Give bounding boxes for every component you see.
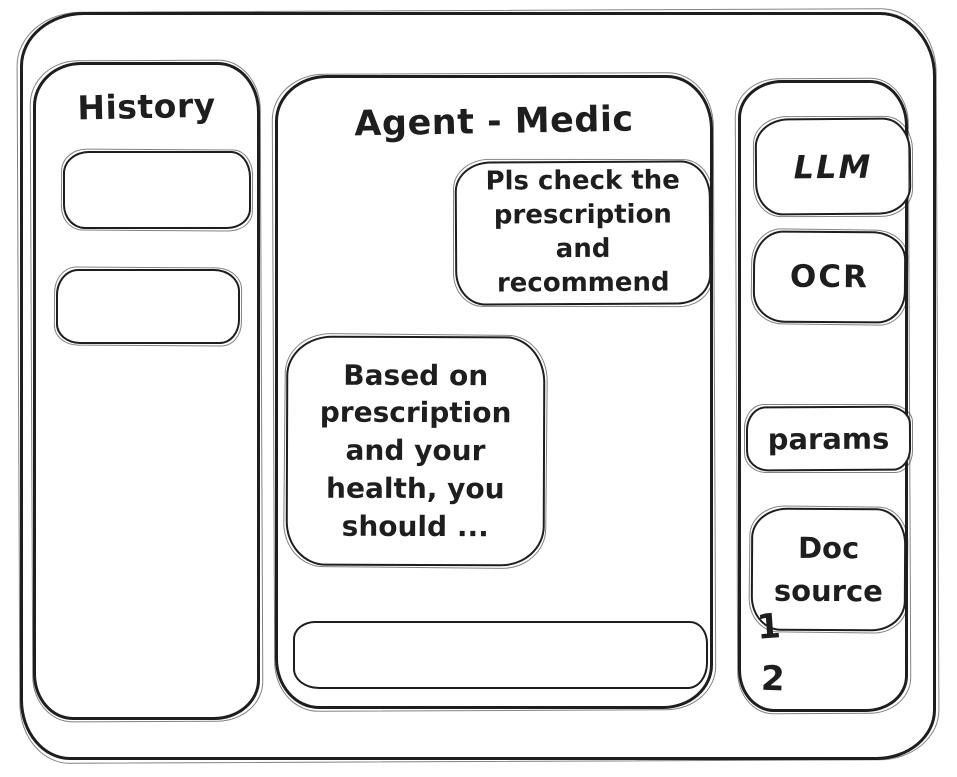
agent-message-bubble: Based on prescription and your health, y… xyxy=(285,335,546,567)
history-panel: History xyxy=(33,62,260,720)
chat-title: Agent - Medic xyxy=(354,99,634,145)
message-input[interactable] xyxy=(293,621,708,689)
history-title: History xyxy=(76,85,217,128)
params-button[interactable]: params xyxy=(745,405,912,472)
user-message-text: Pls check the prescription and recommend xyxy=(485,165,680,299)
ocr-button[interactable]: OCR xyxy=(752,230,907,324)
doc-source-item-1[interactable]: 1 xyxy=(755,606,783,648)
history-item[interactable] xyxy=(63,151,251,229)
llm-button[interactable]: LLM xyxy=(754,117,912,216)
doc-source-item-2[interactable]: 2 xyxy=(760,658,786,700)
agent-message-text: Based on prescription and your health, y… xyxy=(319,358,512,543)
tools-panel: LLM OCR params Doc source 1 2 xyxy=(738,80,912,712)
history-item[interactable] xyxy=(56,269,240,344)
chat-panel: Agent - Medic Pls check the prescription… xyxy=(275,75,713,709)
user-message-bubble: Pls check the prescription and recommend xyxy=(454,160,712,306)
